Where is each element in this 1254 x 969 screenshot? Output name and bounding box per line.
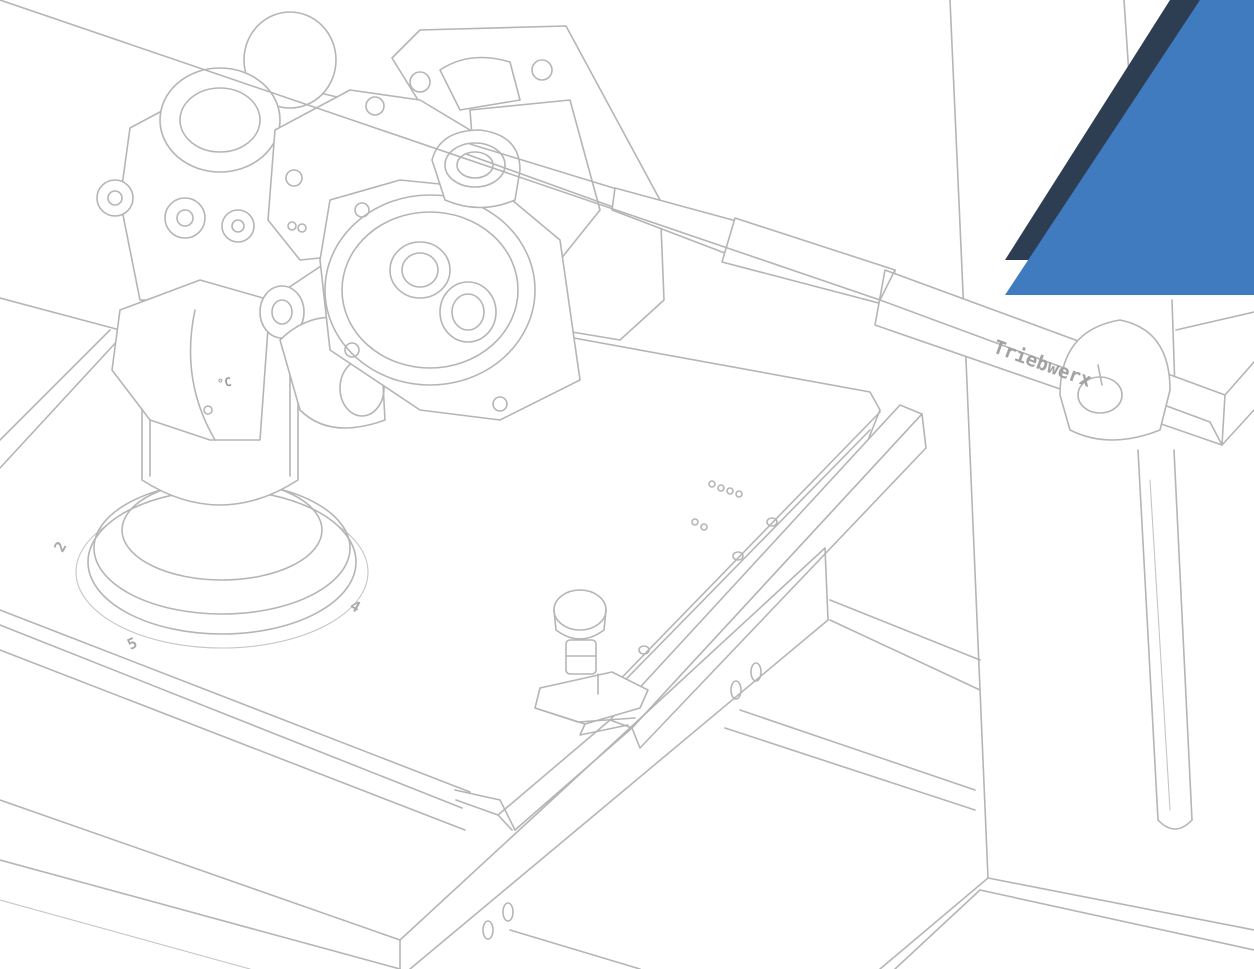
- rail-hole: [502, 902, 514, 922]
- head-assembly: °C: [96, 11, 665, 441]
- dial-mark: 4: [347, 596, 364, 616]
- carriage-clamp: [534, 589, 649, 736]
- temp-unit-label: °C: [216, 375, 233, 391]
- surface-marks: [691, 480, 743, 531]
- rail-hole: [482, 920, 494, 940]
- bench-plate: [0, 297, 981, 969]
- rail-hole: [750, 662, 762, 682]
- rail-hole: [730, 680, 742, 700]
- gauge-arm: Triebwerx: [0, 0, 1254, 446]
- linear-rail: [399, 404, 927, 969]
- stand-post: [1137, 449, 1193, 830]
- accent-banner: [1005, 0, 1254, 295]
- accent-blue-shape: [1005, 0, 1254, 295]
- dial-mark: 2: [50, 538, 70, 555]
- dial-mark: 5: [124, 634, 140, 654]
